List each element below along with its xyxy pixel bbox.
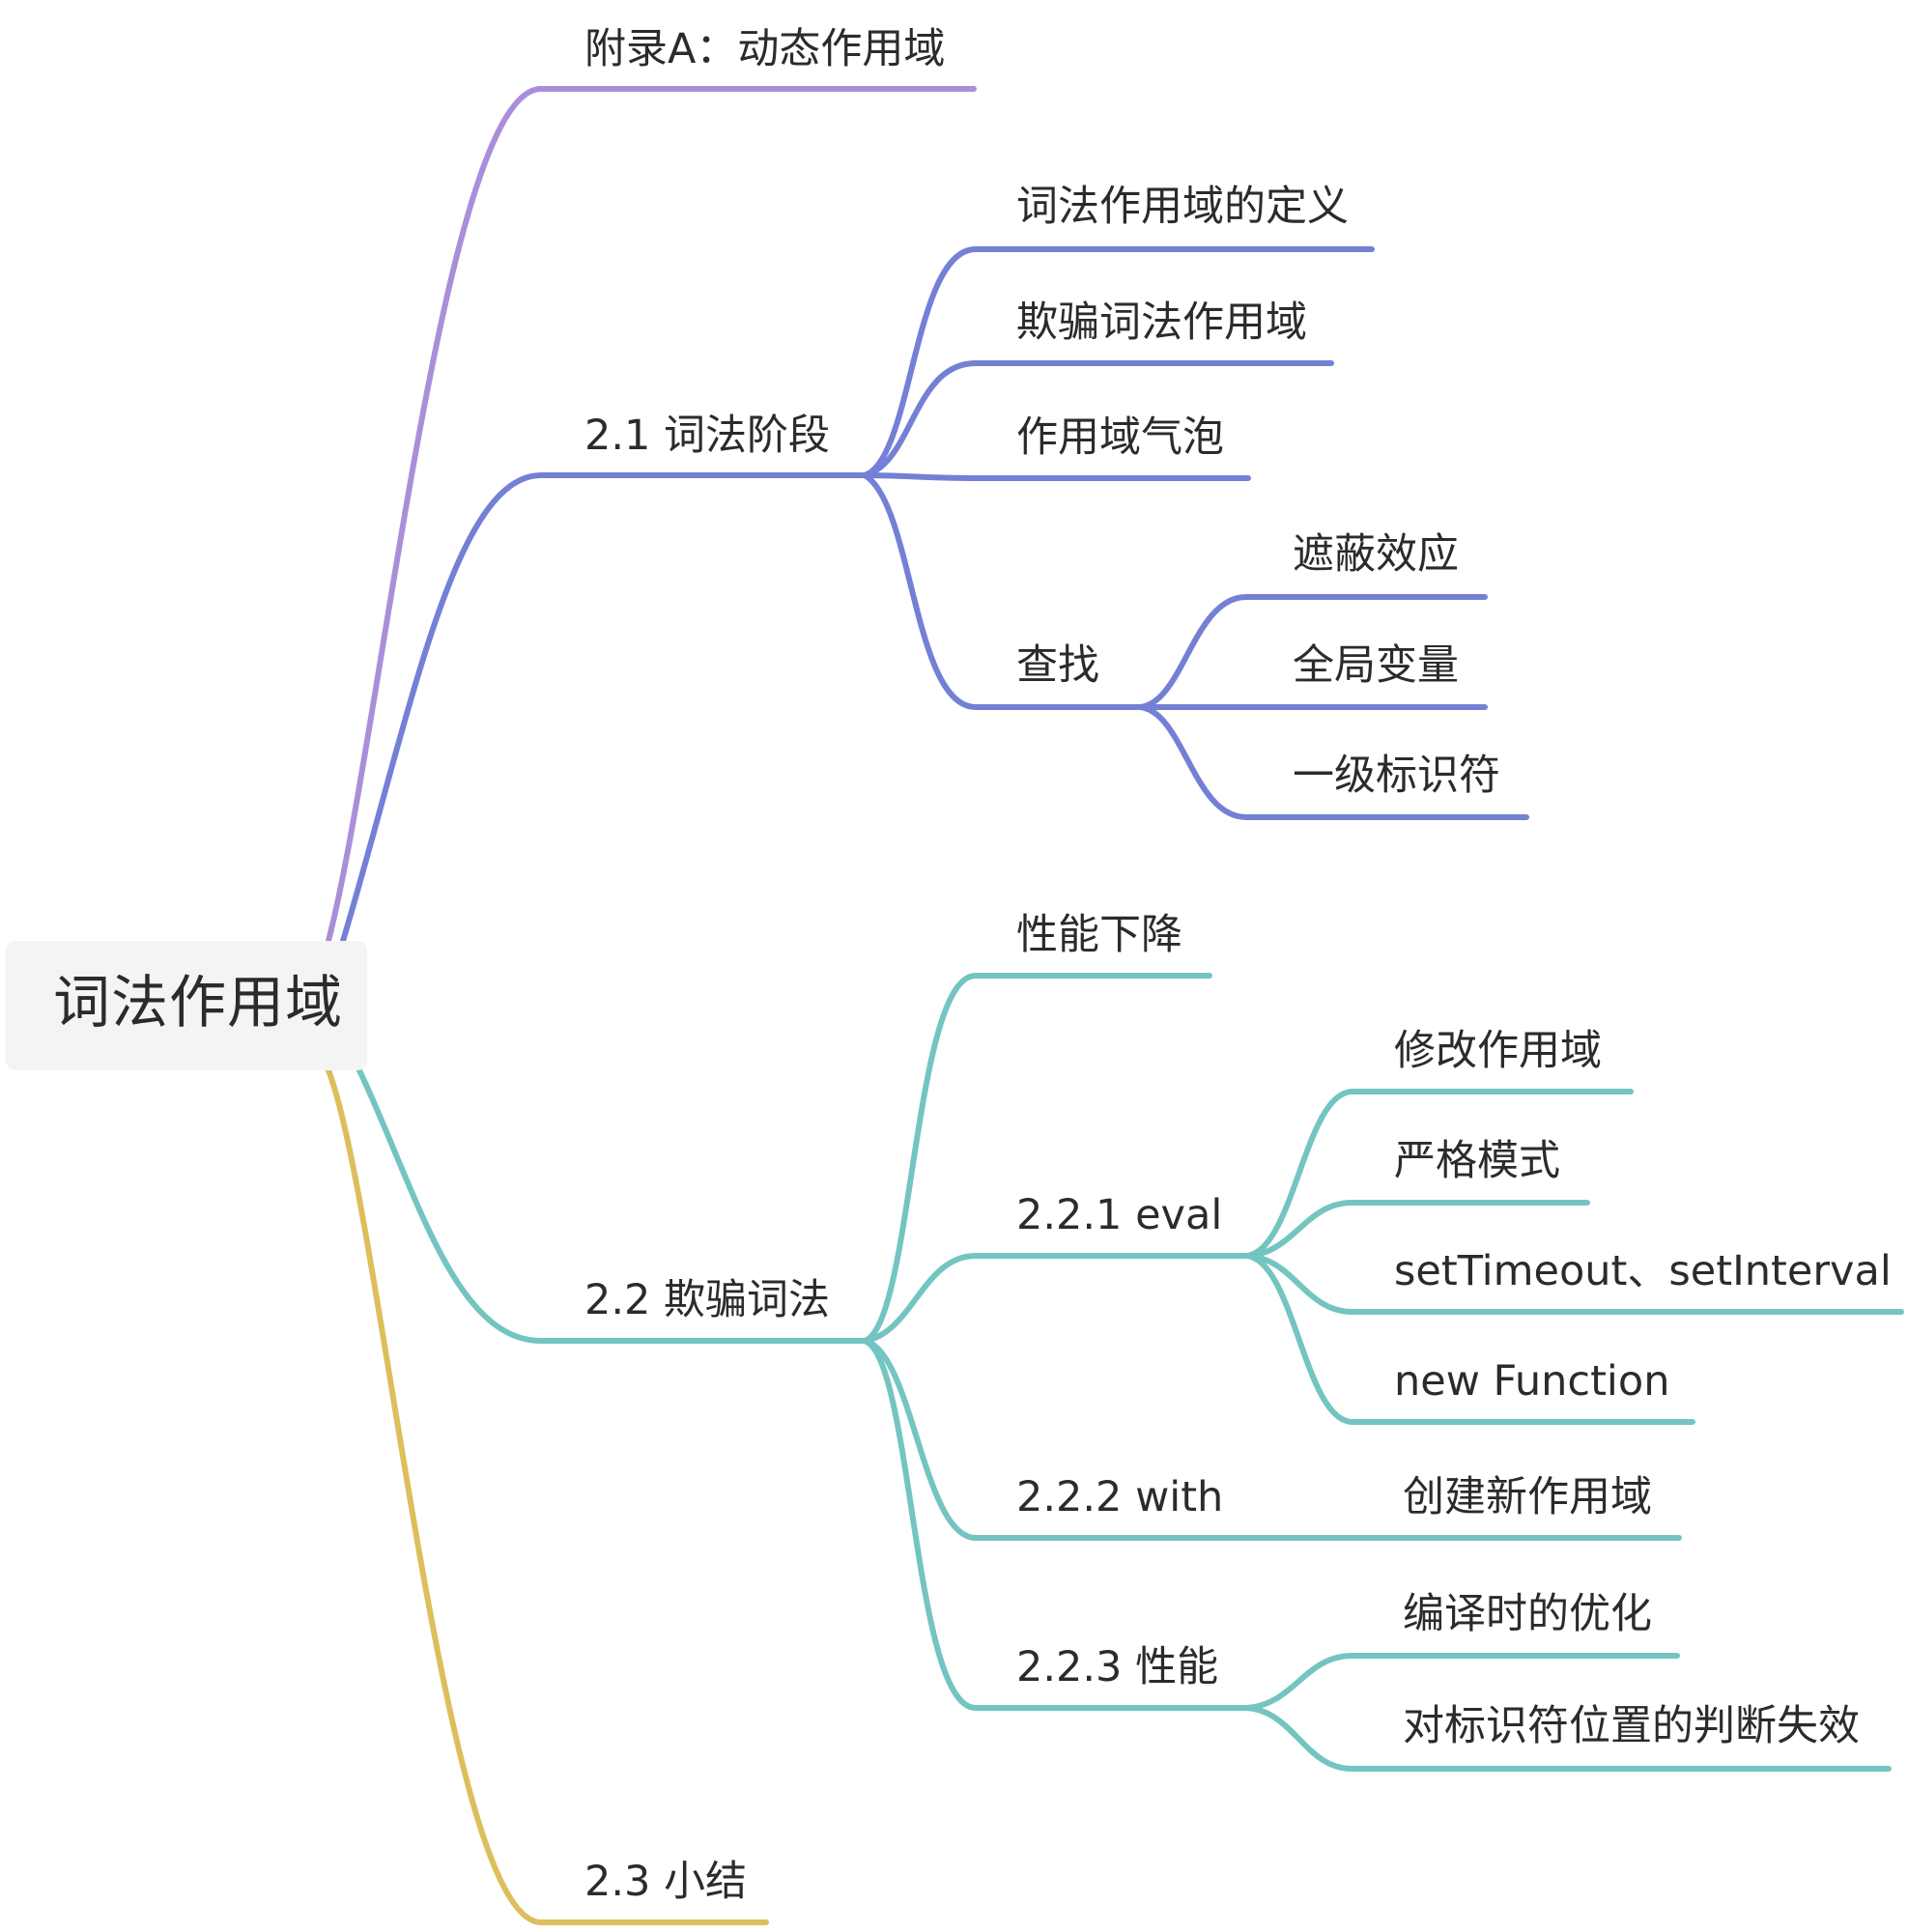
node-performance-drop[interactable]: 性能下降 bbox=[1016, 911, 1182, 959]
node-first-class-identifier[interactable]: 一级标识符 bbox=[1293, 752, 1500, 800]
node-create-new-scope[interactable]: 创建新作用域 bbox=[1403, 1473, 1652, 1521]
node-compile-time-optimization[interactable]: 编译时的优化 bbox=[1403, 1590, 1652, 1638]
connector-eval-to-strict-mode bbox=[1243, 1200, 1590, 1259]
connector-lookup-to-first-class bbox=[1137, 704, 1529, 820]
root-node-label: 词法作用域 bbox=[53, 969, 344, 1036]
connector-root-to-lexing bbox=[340, 472, 868, 944]
connector-lexing-to-bubble bbox=[862, 472, 1251, 481]
connector-cheating-to-perf-drop bbox=[862, 973, 1212, 1344]
node-scope-bubble[interactable]: 作用域气泡 bbox=[1016, 413, 1224, 462]
connector-lookup-to-shadowing bbox=[1137, 594, 1488, 710]
connector-root-to-appendix bbox=[326, 86, 977, 944]
node-with[interactable]: 2.2.2 with bbox=[1016, 1473, 1224, 1521]
node-appendix[interactable]: 附录A：动态作用域 bbox=[584, 25, 946, 73]
node-set-timeout-interval[interactable]: setTimeout、setInterval bbox=[1394, 1247, 1892, 1295]
connector-lexing-to-cheat bbox=[862, 360, 1334, 478]
appendix-branch-lines bbox=[326, 86, 977, 944]
node-shadowing-effect[interactable]: 遮蔽效应 bbox=[1293, 530, 1459, 579]
connector-root-to-cheating bbox=[356, 1067, 868, 1344]
node-performance[interactable]: 2.2.3 性能 bbox=[1016, 1643, 1219, 1691]
node-modify-scope[interactable]: 修改作用域 bbox=[1394, 1027, 1602, 1075]
node-new-function[interactable]: new Function bbox=[1394, 1357, 1670, 1406]
node-strict-mode[interactable]: 严格模式 bbox=[1394, 1137, 1560, 1185]
cheating-branch-lines bbox=[356, 973, 1904, 1772]
connector-cheating-to-with bbox=[862, 1338, 1682, 1541]
summary-branch-lines bbox=[326, 1067, 769, 1925]
connector-lexing-to-lookup bbox=[862, 472, 1143, 710]
connector-cheating-to-eval bbox=[862, 1253, 1249, 1344]
root-node[interactable]: 词法作用域 bbox=[6, 941, 367, 1070]
node-cheating-lexical[interactable]: 2.2 欺骗词法 bbox=[584, 1276, 831, 1324]
connector-lexing-to-definition bbox=[862, 246, 1375, 478]
node-global-variables[interactable]: 全局变量 bbox=[1293, 641, 1459, 690]
node-lookup[interactable]: 查找 bbox=[1016, 641, 1099, 690]
node-eval[interactable]: 2.2.1 eval bbox=[1016, 1191, 1223, 1239]
node-cheat-lexical-scope[interactable]: 欺骗词法作用域 bbox=[1016, 298, 1307, 347]
connector-cheating-to-performance bbox=[862, 1338, 1249, 1711]
connector-performance-to-compile-opt bbox=[1243, 1653, 1680, 1711]
connector-performance-to-lookup-fail bbox=[1243, 1705, 1892, 1772]
node-lexing-stage[interactable]: 2.1 词法阶段 bbox=[584, 412, 831, 460]
node-summary[interactable]: 2.3 小结 bbox=[584, 1858, 748, 1906]
connector-eval-to-new-function bbox=[1243, 1253, 1695, 1425]
connector-eval-to-timers bbox=[1243, 1253, 1904, 1315]
node-lexical-scope-definition[interactable]: 词法作用域的定义 bbox=[1016, 183, 1349, 231]
connector-eval-to-modify-scope bbox=[1243, 1089, 1634, 1259]
connector-root-to-summary bbox=[326, 1067, 769, 1925]
lexing-branch-lines bbox=[340, 246, 1529, 944]
node-identifier-lookup-failure[interactable]: 对标识符位置的判断失效 bbox=[1403, 1702, 1860, 1750]
